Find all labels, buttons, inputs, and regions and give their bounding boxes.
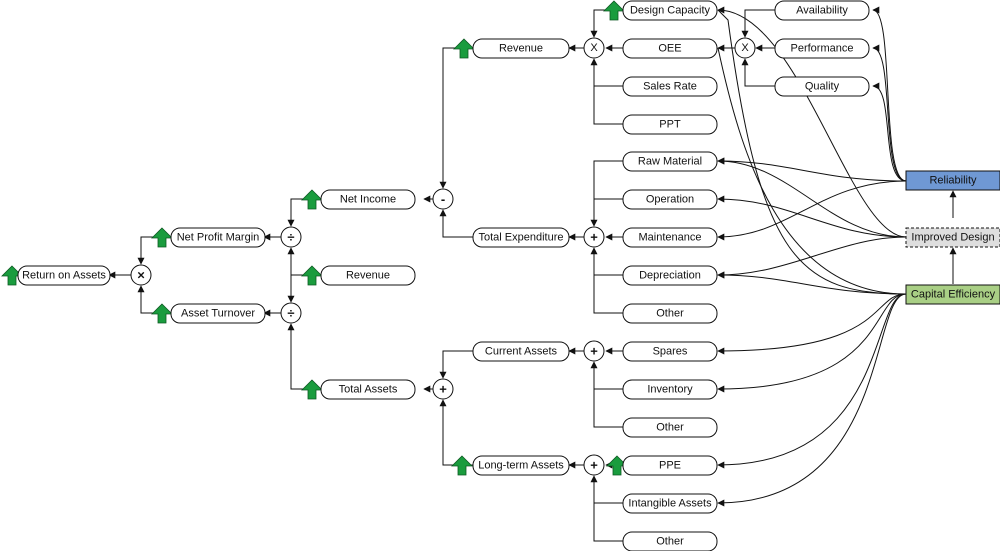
svg-text:Revenue: Revenue	[499, 43, 543, 55]
svg-text:Depreciation: Depreciation	[639, 270, 701, 282]
svg-text:OEE: OEE	[658, 43, 681, 55]
divide-operator: ÷	[280, 302, 302, 324]
driver-influence-curves	[717, 6, 907, 507]
svg-text:Quality: Quality	[805, 81, 840, 93]
node-total-assets: Total Assets	[320, 379, 416, 400]
svg-text:Design Capacity: Design Capacity	[630, 5, 711, 17]
node-oee: OEE	[622, 38, 718, 59]
node-current-assets: Current Assets	[472, 341, 570, 362]
svg-text:Performance: Performance	[791, 43, 854, 55]
svg-text:Raw Material: Raw Material	[638, 156, 702, 168]
driver-capital-efficiency: Capital Efficiency	[905, 284, 1000, 305]
node-revenue-mid: Revenue	[320, 265, 416, 286]
svg-text:Capital Efficiency: Capital Efficiency	[911, 289, 996, 301]
node-depreciation: Depreciation	[622, 265, 718, 286]
svg-text:Current Assets: Current Assets	[485, 346, 558, 358]
up-arrow-icon	[301, 379, 323, 400]
up-arrow-icon	[451, 455, 473, 476]
up-arrow-icon	[301, 189, 323, 210]
svg-text:X: X	[590, 42, 598, 54]
node-inventory: Inventory	[622, 379, 718, 400]
svg-text:+: +	[439, 382, 447, 397]
up-arrow-icon	[151, 227, 173, 248]
node-other-current-assets: Other	[622, 417, 718, 438]
svg-text:Improved Design: Improved Design	[911, 232, 994, 244]
node-raw-material: Raw Material	[622, 151, 718, 172]
subtract-operator: -	[432, 188, 454, 210]
svg-text:Total Expenditure: Total Expenditure	[479, 232, 564, 244]
svg-text:Operation: Operation	[646, 194, 694, 206]
metric-nodes: Return on Assets Net Profit Margin Asset…	[17, 0, 870, 551]
svg-text:Asset Turnover: Asset Turnover	[181, 308, 255, 320]
add-operator: +	[583, 454, 605, 476]
node-availability: Availability	[774, 0, 870, 21]
svg-text:+: +	[590, 230, 598, 245]
divide-operator: ÷	[280, 226, 302, 248]
up-arrow-icon	[603, 0, 625, 21]
node-net-income: Net Income	[320, 189, 416, 210]
svg-text:PPE: PPE	[659, 460, 681, 472]
svg-text:Other: Other	[656, 422, 684, 434]
node-design-capacity: Design Capacity	[622, 0, 718, 21]
up-arrow-icon	[453, 38, 475, 59]
multiply-operator: ×	[130, 264, 152, 286]
svg-text:Other: Other	[656, 308, 684, 320]
node-revenue-top: Revenue	[472, 38, 570, 59]
svg-text:Sales Rate: Sales Rate	[643, 81, 697, 93]
driver-improved-design: Improved Design	[905, 227, 1000, 248]
node-other-expenditure: Other	[622, 303, 718, 324]
svg-text:X: X	[741, 42, 749, 54]
node-other-long-term-assets: Other	[622, 531, 718, 551]
multiply-operator: X	[734, 37, 756, 59]
svg-text:Intangible Assets: Intangible Assets	[628, 498, 712, 510]
node-sales-rate: Sales Rate	[622, 76, 718, 97]
node-performance: Performance	[774, 38, 870, 59]
operators: × ÷ ÷ - + X X + + +	[130, 37, 756, 476]
node-ppe: PPE	[622, 455, 718, 476]
node-maintenance: Maintenance	[622, 227, 718, 248]
node-asset-turnover: Asset Turnover	[170, 303, 266, 324]
svg-text:Net Profit Margin: Net Profit Margin	[177, 232, 260, 244]
svg-text:Inventory: Inventory	[647, 384, 693, 396]
svg-text:Long-term Assets: Long-term Assets	[478, 460, 564, 472]
node-long-term-assets: Long-term Assets	[472, 455, 570, 476]
multiply-operator: X	[583, 37, 605, 59]
svg-text:Other: Other	[656, 536, 684, 548]
add-operator: +	[583, 226, 605, 248]
svg-text:Availability: Availability	[796, 5, 848, 17]
add-operator: +	[432, 378, 454, 400]
node-return-on-assets: Return on Assets	[17, 265, 111, 286]
svg-text:Revenue: Revenue	[346, 270, 390, 282]
svg-text:×: ×	[137, 268, 145, 283]
svg-text:÷: ÷	[287, 306, 294, 321]
svg-text:Spares: Spares	[653, 346, 688, 358]
node-quality: Quality	[774, 76, 870, 97]
svg-text:+: +	[590, 344, 598, 359]
svg-text:+: +	[590, 458, 598, 473]
svg-text:-: -	[441, 192, 445, 207]
svg-text:Return on Assets: Return on Assets	[22, 270, 106, 282]
node-spares: Spares	[622, 341, 718, 362]
up-arrow-icon	[151, 303, 173, 324]
node-total-expenditure: Total Expenditure	[472, 227, 570, 248]
driver-reliability: Reliability	[905, 170, 1000, 191]
node-intangible-assets: Intangible Assets	[622, 493, 718, 514]
drivers: Reliability Improved Design Capital Effi…	[905, 170, 1000, 305]
node-ppt: PPT	[622, 114, 718, 135]
svg-text:Reliability: Reliability	[929, 175, 977, 187]
svg-text:PPT: PPT	[659, 119, 681, 131]
svg-text:Maintenance: Maintenance	[639, 232, 702, 244]
add-operator: +	[583, 340, 605, 362]
svg-text:Net Income: Net Income	[340, 194, 396, 206]
svg-text:÷: ÷	[287, 230, 294, 245]
up-arrow-icon	[301, 265, 323, 286]
node-operation: Operation	[622, 189, 718, 210]
svg-text:Total Assets: Total Assets	[339, 384, 398, 396]
node-net-profit-margin: Net Profit Margin	[170, 227, 266, 248]
